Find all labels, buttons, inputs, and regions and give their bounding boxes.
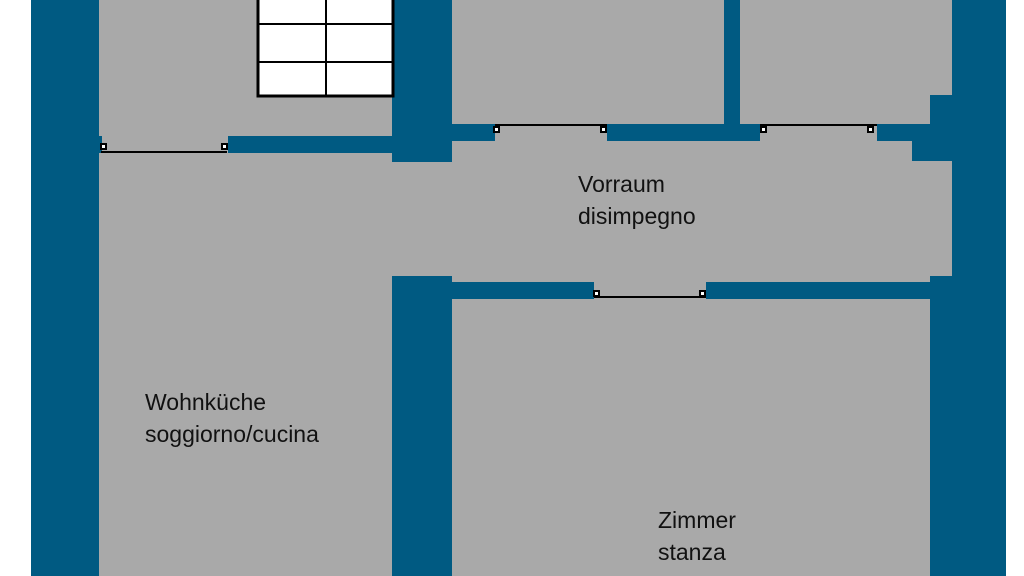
room-label-vorraum: Vorraum disimpegno — [578, 168, 696, 232]
room-name-de: Vorraum — [578, 171, 665, 197]
room-name-it: disimpegno — [578, 203, 696, 229]
left-outer-wall — [31, 0, 99, 576]
doors — [100, 124, 877, 298]
walls — [31, 0, 1006, 576]
corridor-lower-wall-2 — [706, 282, 936, 299]
room-label-wohnkueche: Wohnküche soggiorno/cucina — [145, 386, 319, 450]
lower-middle-pillar — [392, 276, 452, 576]
upper-middle-pillar — [392, 0, 452, 162]
room-name-it: stanza — [658, 539, 726, 565]
right-outer-wall — [952, 0, 1006, 576]
lower-right-wall — [930, 276, 952, 576]
corridor-lower-wall-1 — [452, 282, 594, 299]
room-name-de: Zimmer — [658, 507, 736, 533]
room-name-it: soggiorno/cucina — [145, 421, 319, 447]
thin-partition-wall — [724, 0, 740, 124]
corridor-upper-wall-2 — [607, 124, 760, 141]
staircase — [256, 0, 395, 98]
room-label-zimmer: Zimmer stanza — [658, 504, 736, 568]
room-name-de: Wohnküche — [145, 389, 267, 415]
corridor-upper-wall-1 — [452, 124, 495, 141]
kitchen-upper-wall — [228, 136, 392, 153]
